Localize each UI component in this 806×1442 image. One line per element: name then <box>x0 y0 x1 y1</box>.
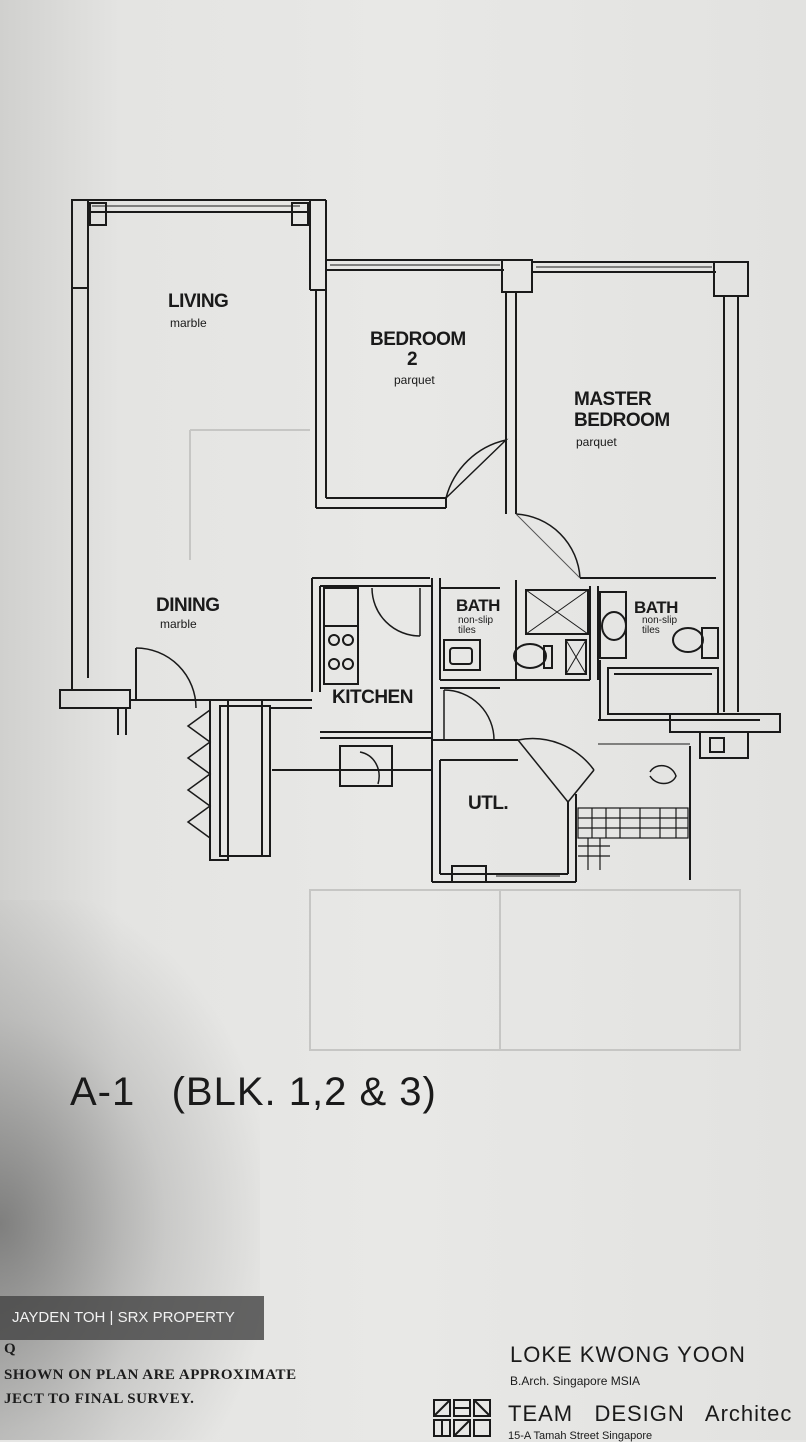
common-bath-floor-line2: tiles <box>458 625 476 636</box>
ghost-lines <box>189 429 741 1051</box>
note-line0: Q <box>4 1341 17 1357</box>
architect-name: LOKE KWONG YOON <box>510 1342 746 1367</box>
entrance-walls <box>135 647 271 861</box>
bedroom2-label-line1: BEDROOM <box>370 329 466 350</box>
master-bath-floor-line2: tiles <box>642 625 660 636</box>
kitchen-walls <box>130 577 441 787</box>
utility-room-label: UTL. <box>468 793 509 814</box>
dining-room-floor: marble <box>160 617 197 631</box>
bedroom2-walls <box>315 259 517 514</box>
utility-walls <box>431 689 691 883</box>
common-bath-label: BATH <box>456 596 500 615</box>
firm-logo-icon <box>433 1399 491 1437</box>
bedroom2-floor: parquet <box>394 373 435 387</box>
master-bedroom-walls <box>501 259 749 712</box>
agent-watermark: JAYDEN TOH | SRX PROPERTY <box>0 1296 264 1340</box>
firm-name: TEAM DESIGN Architec <box>508 1401 793 1426</box>
master-bedroom-label-line2: BEDROOM <box>574 410 670 431</box>
kitchen-label: KITCHEN <box>332 687 413 708</box>
master-bedroom-floor: parquet <box>576 435 617 449</box>
master-bedroom-label-line1: MASTER <box>574 389 652 410</box>
firm-address: 15-A Tamah Street Singapore <box>508 1430 653 1442</box>
common-bath-walls <box>440 580 599 689</box>
master-bath-label: BATH <box>634 598 678 617</box>
note-line2: JECT TO FINAL SURVEY. <box>4 1391 195 1407</box>
common-bath-floor-line1: non-slip <box>458 615 494 626</box>
master-bath-walls <box>598 591 781 759</box>
note-line1: SHOWN ON PLAN ARE APPROXIMATE <box>4 1367 297 1383</box>
living-dining-walls <box>59 199 327 735</box>
dining-room-label: DINING <box>156 595 220 616</box>
unit-type-title: A-1 (BLK. 1,2 & 3) <box>70 1070 437 1114</box>
architect-qualifications: B.Arch. Singapore MSIA <box>510 1374 641 1388</box>
living-room-floor: marble <box>170 316 207 330</box>
master-bath-floor-line1: non-slip <box>642 615 678 626</box>
bedroom2-label-line2: 2 <box>407 349 418 370</box>
photo-shadow <box>0 900 260 1440</box>
living-room-label: LIVING <box>168 291 229 312</box>
